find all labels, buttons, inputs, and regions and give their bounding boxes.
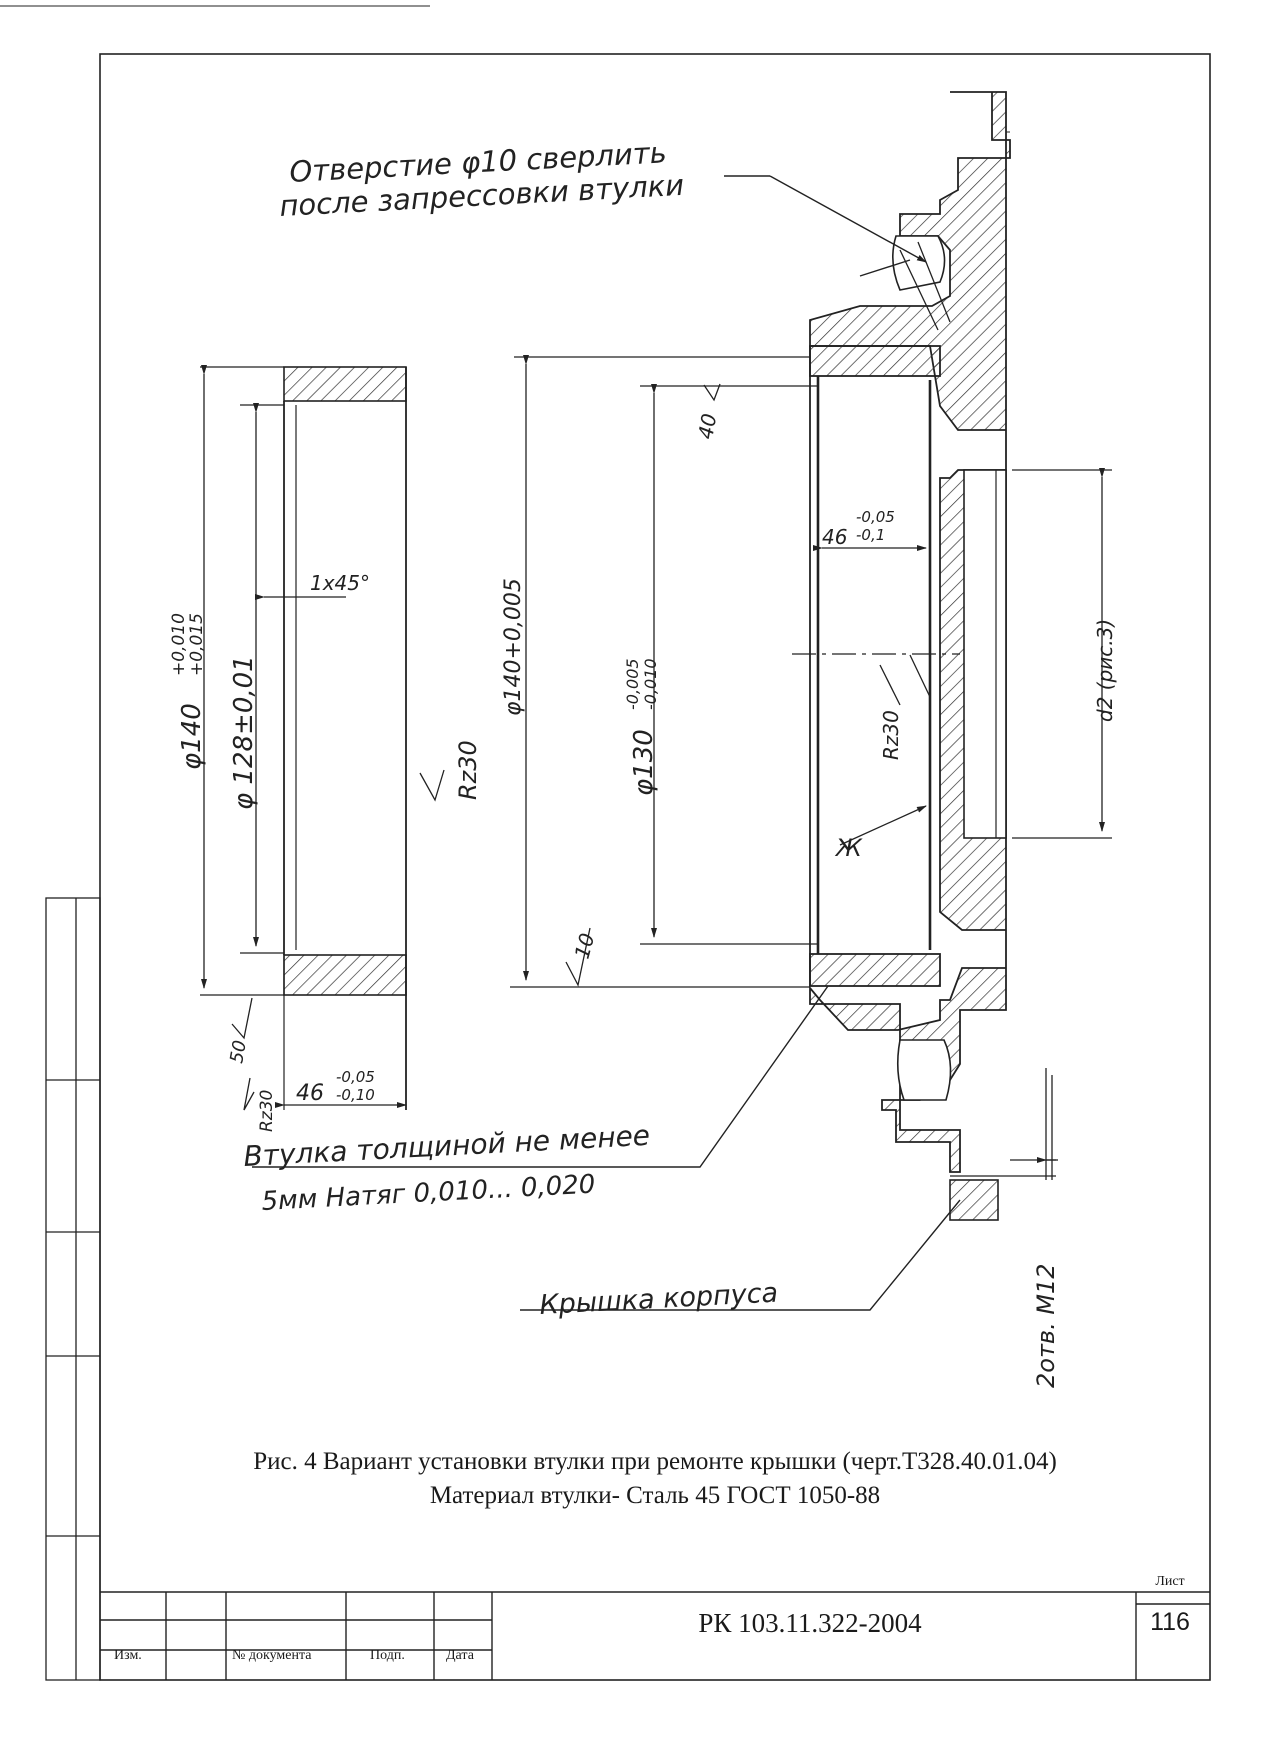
col-header-doc: № документа <box>232 1648 312 1663</box>
d2-label: d2 (рис.3) <box>1093 619 1117 722</box>
w46-left-tol-lower: -0,10 <box>336 1086 375 1104</box>
rz30-bottom: Rz30 <box>257 1090 277 1132</box>
rough-50: 50 <box>226 1039 251 1065</box>
d130-tol-lower: -0,010 <box>641 658 660 710</box>
col-header-izm: Изм. <box>114 1648 142 1663</box>
weld-mark: Ж <box>834 834 863 862</box>
leader-lines <box>252 175 961 1311</box>
bushing-note-line2: 5мм Натяг 0,010... 0,020 <box>261 1170 596 1217</box>
figure-caption-line2: Материал втулки- Сталь 45 ГОСТ 1050-88 <box>429 1482 881 1509</box>
holes-label: 2отв. М12 <box>1032 1263 1060 1388</box>
document-number: РК 103.11.322-2004 <box>698 1608 922 1638</box>
col-header-date: Дата <box>446 1648 474 1663</box>
side-stamp-table <box>45 897 101 1681</box>
d140-left-tol-lower: +0,015 <box>187 613 207 676</box>
rz30-right: Rz30 <box>879 710 903 760</box>
w46-right: 46 <box>822 525 847 549</box>
dimension-text: φ140 +0,010 +0,015 φ 128±0,01 1х45° Rz30… <box>169 412 1117 1132</box>
d140-left-tol-upper: +0,010 <box>169 613 189 676</box>
title-block <box>100 1591 1210 1680</box>
cover-label: Крышка корпуса <box>539 1278 779 1321</box>
d140-mid: φ140+0,005 <box>501 578 526 716</box>
cover-assembly <box>809 91 1011 1221</box>
figure-caption-line1: Рис. 4 Вариант установки втулки при ремо… <box>253 1448 1057 1475</box>
w46-right-tol-upper: -0,05 <box>856 508 895 526</box>
chamfer: 1х45° <box>310 571 370 595</box>
col-header-sign: Подп. <box>370 1648 405 1663</box>
sheet-number: 116 <box>1150 1608 1190 1636</box>
bushing-note-line1: Втулка толщиной не менее <box>243 1119 651 1173</box>
rough-10: 10 <box>570 930 600 961</box>
rough-40: 40 <box>693 412 721 441</box>
sheet-frame <box>0 5 1211 1681</box>
bushing-section-left <box>283 366 407 1110</box>
d130-tol-upper: -0,005 <box>623 658 642 710</box>
w46-left-tol-upper: -0,05 <box>336 1068 375 1086</box>
dimension-lines-left <box>200 365 445 1111</box>
w46-left: 46 <box>296 1081 324 1106</box>
rz30-left: Rz30 <box>454 740 482 800</box>
sheet-label: Лист <box>1155 1574 1185 1589</box>
d130: φ130 <box>629 729 659 796</box>
d140-left: φ140 <box>177 703 207 770</box>
w46-right-tol-lower: -0,1 <box>856 526 885 544</box>
dimension-lines-center <box>510 355 1112 1180</box>
d128: φ 128±0,01 <box>229 655 259 810</box>
